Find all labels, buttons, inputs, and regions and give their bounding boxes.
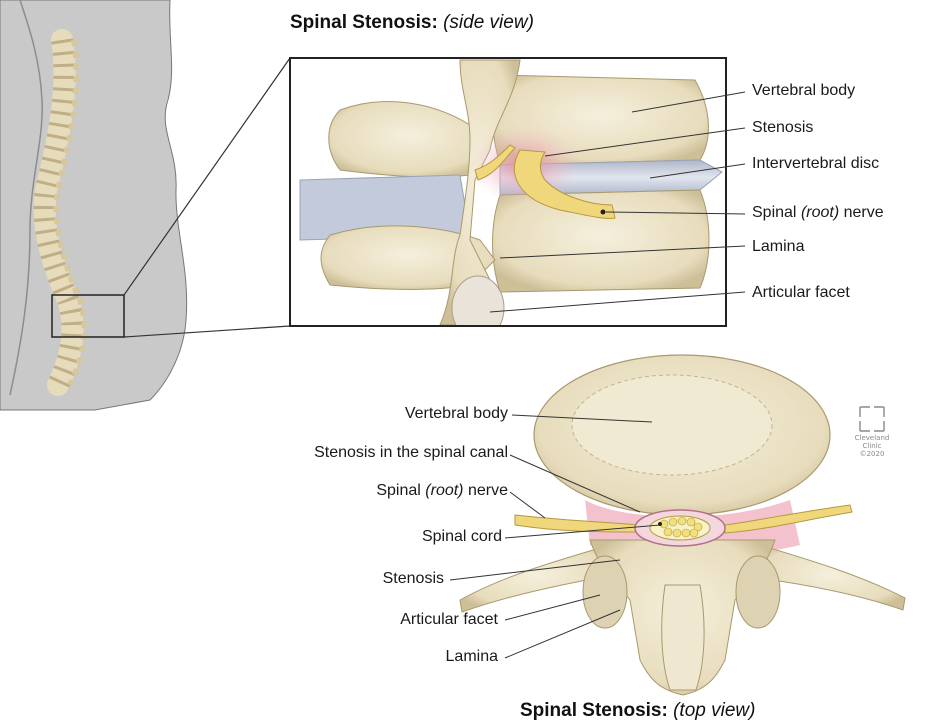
watermark-logo (860, 407, 884, 431)
label-top-spinal-word: Spinal (376, 482, 420, 499)
label-top-spinal-cord: Spinal cord (240, 528, 502, 546)
watermark-line3: ©2020 (842, 450, 902, 458)
label-top-spinal-root-nerve: Spinal (root) nerve (240, 482, 508, 500)
label-top-stenosis: Stenosis (240, 570, 444, 588)
label-side-articular-facet: Articular facet (752, 284, 850, 302)
side-view-title-bold: Spinal Stenosis: (290, 12, 438, 33)
watermark-text: Cleveland Clinic ©2020 (842, 434, 902, 458)
side-view-title-italic: (side view) (443, 12, 534, 33)
label-top-nerve-word: nerve (468, 482, 508, 499)
label-side-root-word: (root) (801, 204, 839, 221)
label-top-lamina: Lamina (240, 648, 498, 666)
top-view-title-bold: Spinal Stenosis: (520, 700, 668, 721)
label-top-stenosis-canal: Stenosis in the spinal canal (200, 444, 508, 462)
watermark-line1: Cleveland (842, 434, 902, 442)
label-top-root-word: (root) (425, 482, 463, 499)
label-side-intervertebral-disc: Intervertebral disc (752, 155, 879, 173)
label-top-vertebral-body: Vertebral body (240, 405, 508, 423)
top-view-illustration (460, 355, 905, 695)
label-side-lamina: Lamina (752, 238, 804, 256)
top-view-title-italic: (top view) (673, 700, 755, 721)
label-side-stenosis: Stenosis (752, 119, 813, 137)
label-side-vertebral-body: Vertebral body (752, 82, 855, 100)
label-side-spinal-root-nerve: Spinal (root) nerve (752, 204, 884, 222)
body-silhouette (0, 0, 187, 410)
top-view-title: Spinal Stenosis: (top view) (520, 700, 755, 722)
label-top-articular-facet: Articular facet (240, 611, 498, 629)
watermark-line2: Clinic (842, 442, 902, 450)
label-side-nerve-word: nerve (844, 204, 884, 221)
side-view-title: Spinal Stenosis: (side view) (290, 12, 534, 34)
label-side-spinal-word: Spinal (752, 204, 796, 221)
